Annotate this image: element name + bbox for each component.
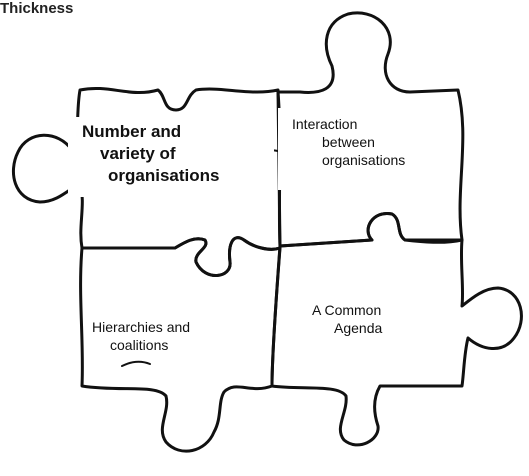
label-number-variety-line-2: variety of bbox=[100, 144, 176, 163]
label-interaction-line-2: between bbox=[322, 134, 375, 150]
label-number-variety-line-1: Number and bbox=[82, 122, 182, 141]
label-common-agenda: A Common Agenda bbox=[312, 301, 382, 337]
label-interaction-line-3: organisations bbox=[322, 152, 406, 168]
label-number-variety: Number and variety of organisations bbox=[68, 117, 274, 197]
puzzle-piece-common-agenda bbox=[270, 212, 523, 447]
label-common-agenda-line-1: A Common bbox=[312, 302, 382, 318]
label-interaction-line-1: Interaction bbox=[292, 116, 358, 132]
label-interaction: Interaction between organisations bbox=[278, 108, 438, 190]
label-number-variety-line-3: organisations bbox=[108, 166, 220, 185]
sketch-mark-lower bbox=[121, 360, 151, 367]
page-title: Thickness bbox=[0, 0, 74, 17]
label-common-agenda-line-2: Agenda bbox=[334, 320, 383, 336]
label-hierarchies: Hierarchies and coalitions bbox=[92, 318, 190, 354]
label-hierarchies-line-1: Hierarchies and bbox=[92, 319, 191, 335]
label-hierarchies-line-2: coalitions bbox=[110, 337, 169, 353]
